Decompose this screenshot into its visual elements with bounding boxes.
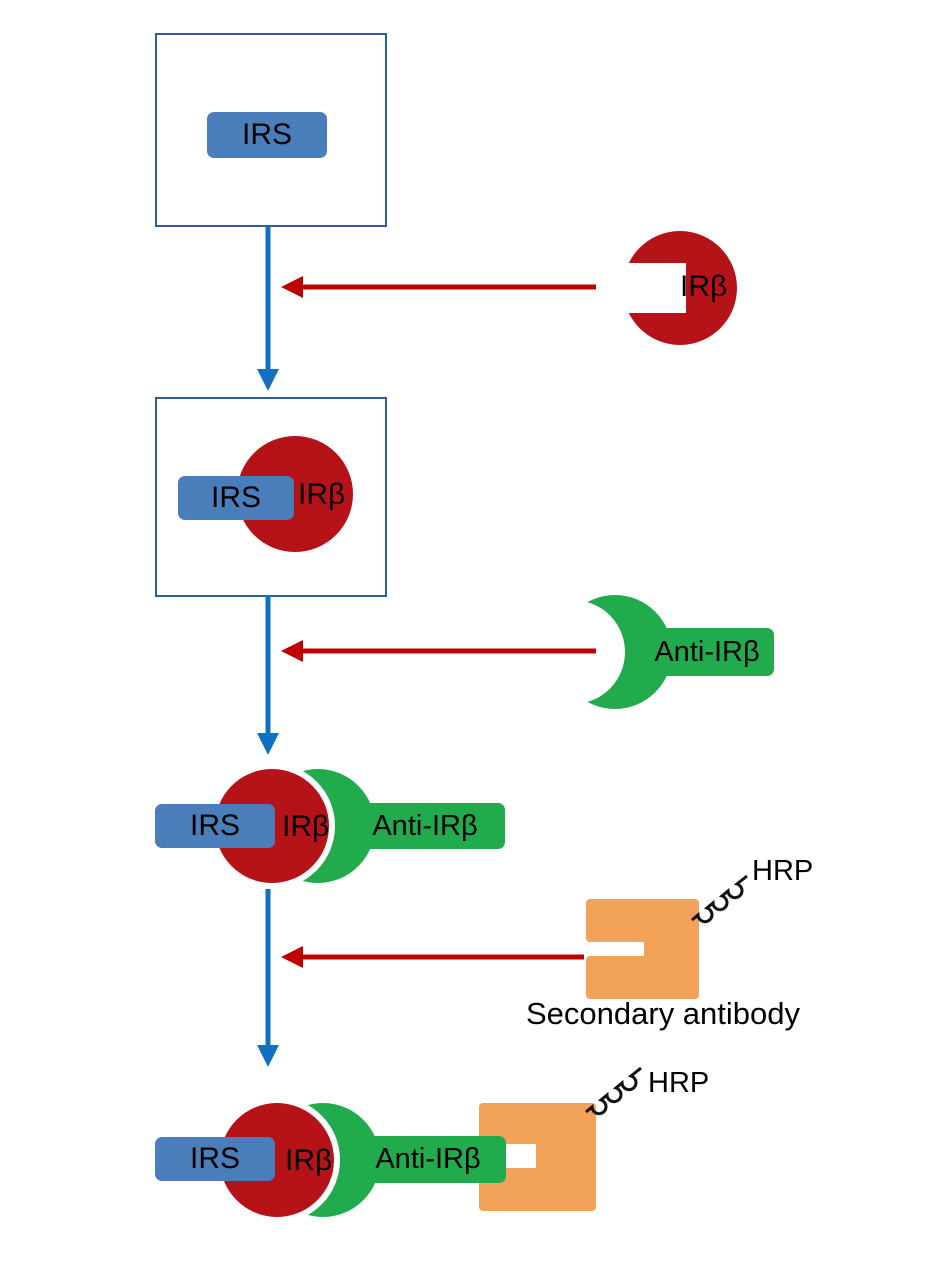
irs-chip-stage3: IRS <box>155 804 275 848</box>
well-box-stage1 <box>155 33 387 227</box>
irs-chip-stage4: IRS <box>155 1137 275 1181</box>
irs-chip-stage1: IRS <box>207 112 327 158</box>
irb-circle-stage2 <box>237 436 353 552</box>
irs-chip-stage2: IRS <box>178 476 294 520</box>
hrp-coil-reagent <box>691 874 748 924</box>
anti-irb-chip-stage3: Anti-IRβ <box>345 803 505 849</box>
irb-label-stage3: IRβ <box>282 810 330 843</box>
irs-label: IRS <box>189 809 240 842</box>
anti-irb-chip-stage4: Anti-IRβ <box>350 1136 506 1183</box>
anti-irb-label: Anti-IRβ <box>372 809 478 842</box>
anti-irb-reagent-crescent <box>558 595 672 709</box>
irb-reagent-notch <box>614 263 686 313</box>
anti-irb-chip-reagent: Anti-IRβ <box>640 628 774 676</box>
anti-irb-label: Anti-IRβ <box>654 635 760 668</box>
secondary-antibody-label: Secondary antibody <box>525 996 801 1031</box>
irs-label: IRS <box>210 481 261 514</box>
hrp-label-reagent: HRP <box>752 855 814 887</box>
irb-label-stage2: IRβ <box>298 478 346 511</box>
well-box-stage2 <box>155 397 387 597</box>
secondary-antibody-reagent-shape <box>586 899 699 999</box>
anti-irb-label: Anti-IRβ <box>375 1143 481 1175</box>
anti-irb-crescent-stage3 <box>261 769 375 883</box>
irs-label: IRS <box>241 118 292 151</box>
hrp-coil-stage4 <box>585 1066 642 1116</box>
irb-label-stage4: IRβ <box>285 1144 333 1177</box>
anti-irb-crescent-stage4 <box>266 1103 380 1217</box>
hrp-label-stage4: HRP <box>648 1067 710 1099</box>
irs-label: IRS <box>189 1142 240 1175</box>
irb-label-reagent: IRβ <box>680 270 728 303</box>
